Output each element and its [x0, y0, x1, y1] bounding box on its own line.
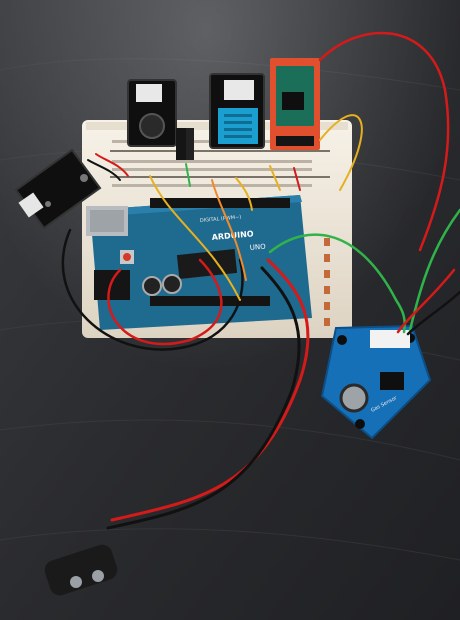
- jumper-wire: [185, 163, 191, 187]
- jumper-wire: [293, 167, 301, 191]
- battery-clip: [44, 544, 118, 596]
- sound-sensor-module: [127, 79, 194, 160]
- green-wire: [408, 208, 460, 332]
- power-jack: [94, 270, 130, 300]
- grove-gas-sensor: Gas Sensor: [320, 324, 432, 440]
- red-wire: [396, 268, 456, 334]
- red-wire: [318, 31, 450, 252]
- wires: [61, 31, 460, 530]
- dht11-sensor-module: [209, 73, 265, 149]
- jumper-wire: [269, 165, 281, 191]
- power-rail-pads: [324, 238, 330, 326]
- black-wire: [106, 266, 301, 530]
- gas-sensor-element: [339, 383, 369, 413]
- bluetooth-module: [270, 58, 320, 150]
- orange-wire: [211, 179, 247, 281]
- microphone: [139, 113, 165, 139]
- yellow-wire: [235, 177, 253, 211]
- board-header-text: DIGITAL (PWM~): [200, 214, 242, 224]
- black-wire: [406, 290, 460, 336]
- jumper-wire: [95, 153, 129, 177]
- red-wire: [110, 258, 310, 522]
- board-model-text: UNO: [249, 243, 266, 252]
- jumper-wire: [87, 159, 121, 181]
- red-wire: [107, 258, 223, 346]
- capacitor: [162, 274, 182, 294]
- analog-header: [150, 296, 270, 306]
- black-wire: [61, 228, 244, 351]
- yellow-wire: [149, 175, 241, 301]
- capacitor: [142, 276, 162, 296]
- yellow-wire: [319, 114, 363, 191]
- arduino-uno-board: ARDUINO UNO DIGITAL (PWM~): [86, 195, 312, 330]
- green-wire: [268, 233, 406, 334]
- tilt-sensor-module: [14, 148, 102, 230]
- grove-connector: [370, 330, 410, 348]
